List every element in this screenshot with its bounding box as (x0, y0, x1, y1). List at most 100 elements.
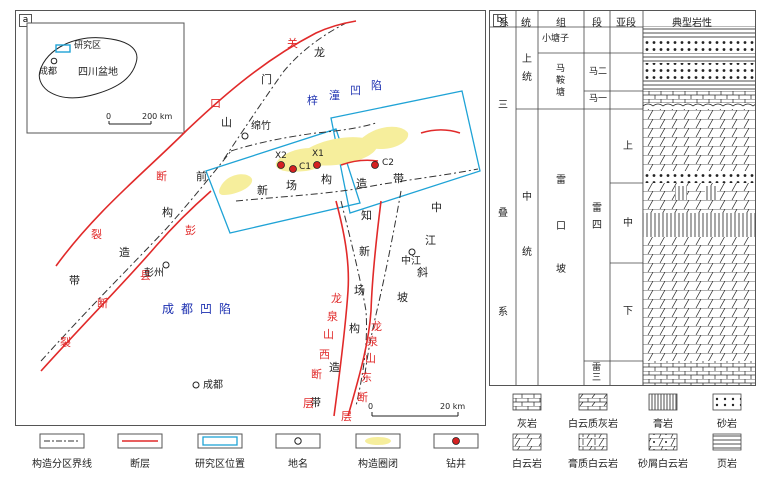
inset-study-label: 研究区 (74, 41, 102, 51)
inset-study-area (55, 44, 71, 53)
label-guan: 关 (287, 37, 298, 50)
label-zao3: 造 (329, 361, 340, 374)
label-xin2: 新 (359, 245, 370, 258)
label-zhi: 知 (361, 209, 372, 222)
label-lie2: 裂 (60, 336, 71, 349)
boundary-east-slope (340, 200, 367, 407)
label-xian: 县 (140, 269, 151, 282)
inset-box (26, 22, 185, 134)
study-area-east (330, 90, 481, 214)
label-chengdu-depression: 成都凹陷 (162, 302, 239, 316)
map-graphic (26, 20, 481, 417)
label-well-c1: C1 (299, 162, 312, 172)
legend-shale-label: 页岩 (717, 459, 737, 470)
formation-tang: 塘 (556, 88, 566, 98)
sichuan-basin-outline (38, 37, 138, 99)
member-lei3-1: 雷 (592, 363, 602, 373)
legend-study-area-label: 研究区位置 (195, 459, 245, 470)
fault-longquanshan-west (333, 200, 350, 417)
legend-gyp-dolo-swatch (578, 433, 608, 451)
label-pengzhou: 彭州 (144, 268, 164, 279)
submember-middle: 中 (623, 218, 633, 229)
strat-panel: b (489, 10, 756, 386)
fault-longquanshan-east (347, 200, 382, 417)
label-zhong: 中 (431, 201, 442, 214)
boundary-longmen-back (40, 150, 232, 362)
boundary-east-slope-2 (363, 190, 402, 384)
fault-longmenshan (55, 20, 357, 267)
label-zhongjiang: 中江 (401, 256, 421, 267)
member-lei3-2: 三 (592, 373, 602, 383)
trap-4 (360, 126, 409, 149)
formation-ma: 马 (556, 64, 566, 74)
trap-3 (300, 137, 378, 166)
legend-gypsum-label: 膏岩 (653, 419, 673, 430)
submember-upper: 上 (623, 141, 633, 152)
header-series: 统 (521, 18, 531, 29)
member-ma1: 马一 (589, 94, 608, 104)
label-gou3: 构 (349, 322, 360, 335)
legend-b: 灰岩 白云质灰岩 膏岩 砂岩 白云岩 膏质白云岩 砂屑白云岩 页岩 (489, 390, 754, 472)
label-gou1: 构 (162, 206, 173, 219)
series-middle-1: 中 (522, 192, 532, 203)
label-dai1: 带 (69, 274, 80, 287)
series-middle-2: 统 (522, 247, 532, 258)
legend-gyp-dolo-label: 膏质白云岩 (568, 459, 618, 470)
well-c2 (371, 161, 379, 169)
legend-dolomite-swatch (512, 433, 542, 451)
header-system: 系 (499, 18, 509, 29)
label-kou: 口 (210, 97, 221, 110)
map-scale-0: 0 (368, 402, 374, 411)
formation-kou: 口 (556, 221, 566, 232)
member-lei4-1: 雷 (592, 203, 602, 214)
legend-well-label: 钻井 (446, 459, 466, 470)
inset-scale-0: 0 (106, 112, 112, 121)
formation-an: 鞍 (556, 76, 566, 86)
header-lithology: 典型岩性 (672, 18, 712, 29)
place-chengdu-dot (192, 381, 200, 389)
panel-b-tag: b (493, 14, 506, 27)
boundary-xinchang-north (235, 168, 479, 202)
trap-1 (219, 174, 253, 195)
well-x2 (277, 161, 285, 169)
system-xi: 系 (498, 307, 508, 318)
label-zitong-zi: 梓 (307, 94, 318, 107)
well-x1 (313, 161, 321, 169)
label-qian: 前 (196, 170, 207, 183)
legend-dolo-lime-swatch (578, 393, 608, 411)
label-chengdu: 成都 (203, 380, 223, 391)
label-long-top: 龙 (314, 46, 325, 59)
label-zao1: 造 (119, 246, 130, 259)
label-lie1: 裂 (91, 228, 102, 241)
label-po: 坡 (397, 291, 408, 304)
label-dai2: 带 (393, 172, 404, 185)
legend-a: 构造分区界线 断层 研究区位置 地名 构造圈闭 钻井 (18, 430, 484, 470)
well-c1 (289, 165, 297, 173)
legend-trap-label: 构造圈闭 (358, 459, 398, 470)
member-lei4-2: 四 (592, 220, 602, 231)
label-gou2: 构 (321, 173, 332, 186)
map-panel: a (15, 10, 486, 426)
legend-dolomite-label: 白云岩 (512, 459, 542, 470)
fault-inner-1 (340, 159, 379, 166)
header-member: 段 (592, 18, 602, 29)
series-upper-2: 统 (522, 72, 532, 83)
legend-sandstone-swatch (712, 393, 742, 411)
label-zitong-ao: 凹 (350, 84, 361, 97)
label-xin1: 新 (257, 184, 268, 197)
formation-xiaotangzi: 小塘子 (542, 34, 570, 44)
legend-fault-label: 断层 (130, 459, 150, 470)
strat-column-graphic (490, 11, 755, 385)
system-die: 叠 (498, 208, 508, 219)
place-mianzhu-dot (241, 132, 249, 140)
member-ma2: 马二 (589, 67, 608, 77)
fault-inner-2 (420, 129, 461, 134)
label-well-x2: X2 (275, 151, 287, 161)
legend-boundary-label: 构造分区界线 (32, 459, 92, 470)
label-mianzhu: 绵竹 (251, 121, 271, 132)
label-xie: 斜 (417, 266, 428, 279)
boundary-longmen-front (223, 22, 347, 160)
legend-place-label: 地名 (288, 459, 308, 470)
label-chang1: 场 (286, 179, 297, 192)
legend-limestone-label: 灰岩 (517, 419, 537, 430)
